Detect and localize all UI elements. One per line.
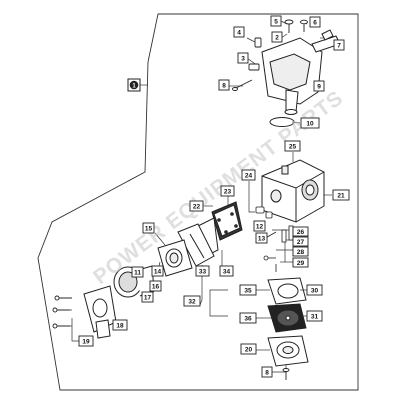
callout-17: 17 — [141, 291, 154, 303]
svg-text:14: 14 — [154, 268, 162, 275]
carburetor-body — [261, 159, 325, 223]
intake-adapter — [157, 239, 193, 277]
svg-text:32: 32 — [188, 298, 196, 305]
svg-text:10: 10 — [306, 120, 314, 127]
callout-3: 3 — [237, 52, 249, 64]
svg-text:4: 4 — [237, 29, 241, 36]
callout-24: 24 — [241, 169, 256, 181]
callout-35: 35 — [239, 284, 257, 296]
callout-11: 11 — [131, 266, 144, 278]
callout-22: 22 — [189, 200, 204, 212]
svg-text:16: 16 — [152, 283, 160, 290]
svg-text:30: 30 — [311, 287, 319, 294]
svg-text:11: 11 — [134, 269, 141, 276]
callout-20: 20 — [240, 343, 257, 355]
pump-cover-assembly — [261, 29, 341, 115]
cover-outlet-spout — [285, 89, 299, 113]
cover-gasket-ring — [269, 117, 295, 127]
callout-36: 36 — [239, 312, 257, 324]
svg-text:21: 21 — [337, 192, 345, 199]
svg-text:35: 35 — [244, 287, 252, 294]
pump-plates — [177, 201, 243, 267]
callout-9: 9 — [313, 80, 325, 92]
callout-32: 32 — [183, 295, 201, 307]
svg-text:31: 31 — [311, 313, 319, 320]
idle-screw-knob — [254, 37, 262, 48]
callout-31: 31 — [306, 310, 323, 322]
callout-27: 27 — [292, 236, 309, 247]
svg-text:13: 13 — [258, 235, 266, 242]
callout-34: 34 — [219, 265, 234, 277]
svg-text:18: 18 — [116, 322, 124, 329]
svg-text:29: 29 — [297, 260, 305, 267]
callout-33: 33 — [195, 265, 210, 277]
svg-text:34: 34 — [223, 268, 231, 275]
callout-2: 2 — [271, 31, 283, 43]
callout-4: 4 — [233, 26, 245, 38]
callout-8-bottom: 8 — [261, 366, 273, 378]
callout-15: 15 — [142, 222, 155, 234]
callout-5: 5 — [270, 15, 282, 27]
metering-cover — [267, 335, 309, 367]
metering-diaphragm — [267, 303, 307, 333]
svg-text:6: 6 — [313, 19, 317, 26]
svg-text:17: 17 — [144, 294, 152, 301]
callout-19: 19 — [78, 335, 94, 347]
svg-text:22: 22 — [193, 203, 201, 210]
callout-13: 13 — [255, 232, 268, 244]
callout-12: 12 — [253, 220, 266, 232]
svg-text:2: 2 — [275, 34, 279, 41]
callout-6: 6 — [309, 16, 321, 28]
cover-screws — [232, 19, 308, 91]
callout-16: 16 — [149, 280, 162, 292]
callout-26: 26 — [292, 226, 309, 237]
assembly-marker: 1 — [127, 78, 141, 92]
callout-28: 28 — [292, 246, 309, 257]
svg-text:9: 9 — [317, 83, 321, 90]
callout-7: 7 — [333, 39, 345, 51]
callout-29: 29 — [292, 257, 309, 268]
callouts: 2 3 4 5 6 7 8 8 9 10 11 12 13 14 15 16 1… — [78, 15, 350, 378]
assembly-marker-label: 1 — [132, 83, 136, 89]
assembly-outline — [37, 13, 359, 391]
svg-text:24: 24 — [245, 172, 253, 179]
svg-text:36: 36 — [244, 315, 252, 322]
svg-text:8: 8 — [265, 369, 269, 376]
svg-text:20: 20 — [245, 346, 253, 353]
callout-8-top: 8 — [218, 79, 230, 91]
base-screws — [52, 295, 72, 329]
svg-text:3: 3 — [241, 55, 245, 62]
svg-text:12: 12 — [256, 223, 264, 230]
svg-text:5: 5 — [274, 18, 278, 25]
callout-14: 14 — [151, 265, 164, 277]
callout-30: 30 — [306, 284, 323, 296]
svg-text:19: 19 — [82, 338, 90, 345]
svg-text:25: 25 — [289, 143, 297, 150]
callout-18: 18 — [112, 319, 128, 331]
callout-25: 25 — [284, 140, 301, 152]
svg-text:27: 27 — [297, 239, 305, 246]
metering-gasket — [267, 277, 307, 305]
svg-text:15: 15 — [145, 225, 153, 232]
air-filter-base — [83, 285, 117, 339]
adjust-screw — [248, 63, 260, 71]
callout-10: 10 — [300, 117, 320, 129]
svg-text:28: 28 — [297, 249, 305, 256]
callout-23: 23 — [220, 185, 235, 197]
svg-text:26: 26 — [297, 229, 305, 236]
cover-screw-bottom — [282, 368, 290, 380]
svg-text:8: 8 — [222, 82, 226, 89]
svg-text:33: 33 — [199, 268, 207, 275]
svg-text:23: 23 — [224, 188, 232, 195]
callout-21: 21 — [332, 189, 350, 201]
svg-text:7: 7 — [337, 42, 341, 49]
